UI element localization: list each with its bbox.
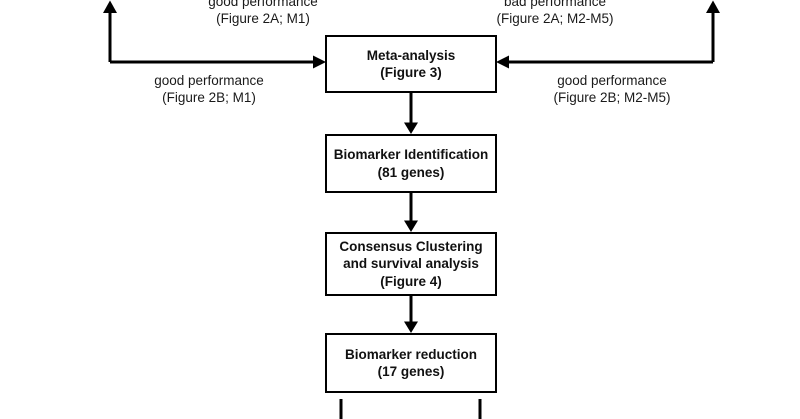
arrow-down-3-icon	[404, 321, 418, 333]
edge-label-good-performance-2a-m1: good performance (Figure 2A; M1)	[208, 0, 318, 26]
arrow-up-left-icon	[103, 0, 117, 13]
node-consensus-clustering: Consensus Clustering and survival analys…	[325, 232, 497, 296]
edge-label-bad-performance-2a-m2-m5: bad performance (Figure 2A; M2-M5)	[496, 0, 614, 26]
node-biomarker-identification: Biomarker Identification (81 genes)	[325, 134, 497, 193]
node-meta-analysis: Meta-analysis (Figure 3)	[325, 35, 497, 93]
arrow-left-into-meta-icon	[496, 55, 509, 69]
arrow-down-1-icon	[404, 122, 418, 134]
node-biomarker-reduction: Biomarker reduction (17 genes)	[325, 333, 497, 393]
arrow-right-into-meta-icon	[313, 55, 326, 69]
arrow-down-2-icon	[404, 220, 418, 232]
edge-label-good-performance-2b-m2-m5: good performance (Figure 2B; M2-M5)	[553, 73, 671, 105]
edge-label-good-performance-2b-m1: good performance (Figure 2B; M1)	[154, 73, 264, 105]
arrow-up-right-icon	[706, 0, 720, 13]
